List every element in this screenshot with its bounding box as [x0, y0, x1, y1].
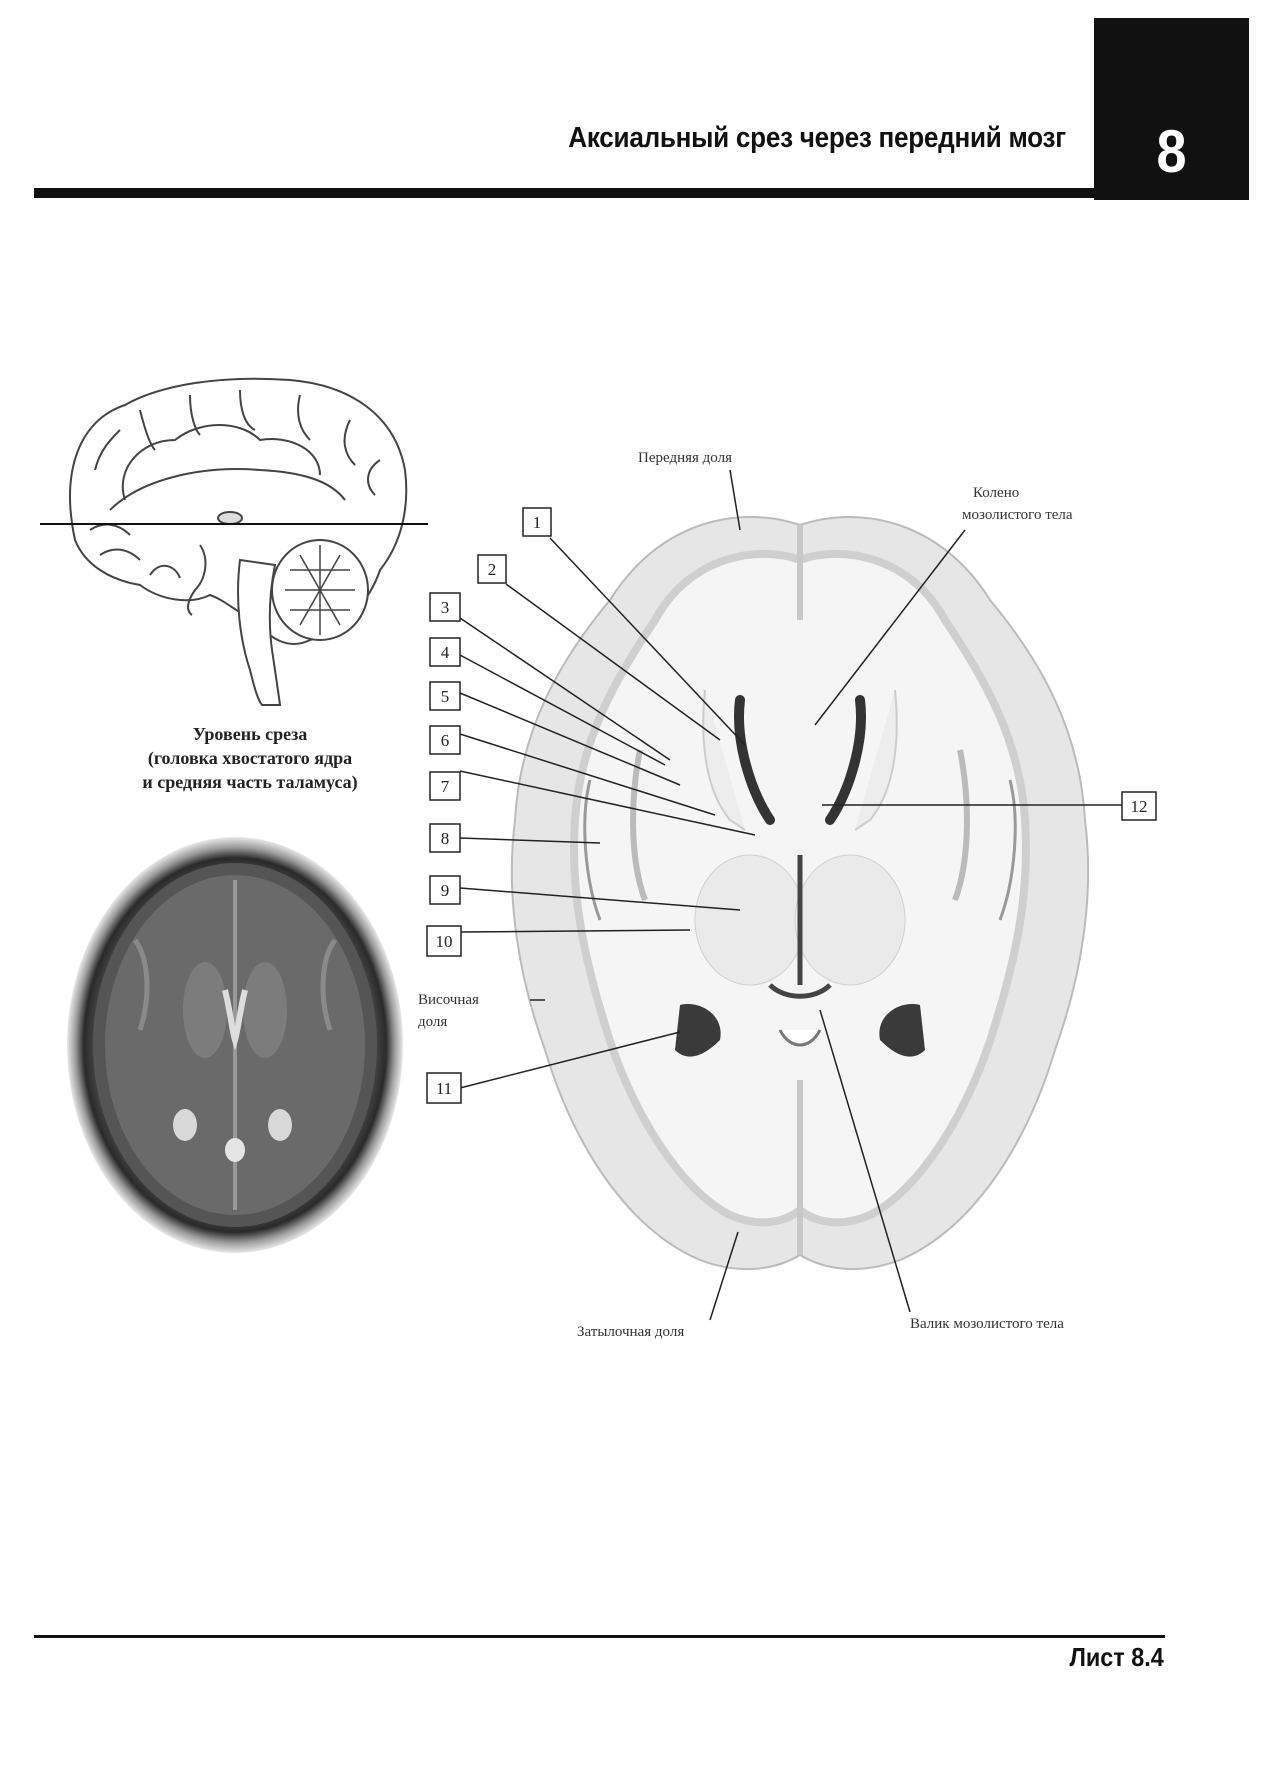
- callout-number: 7: [441, 777, 450, 796]
- caption-line2: (головка хвостатого ядра: [147, 748, 353, 768]
- label-splenium: Валик мозолистого тела: [910, 1316, 1064, 1332]
- sagittal-brain-illustration: [69, 377, 408, 706]
- page-title: Аксиальный срез через передний мозг: [568, 122, 1066, 154]
- callout-number: 5: [441, 687, 450, 706]
- callout-2: 2: [477, 554, 507, 584]
- label-temporal-line2: доля: [418, 1014, 447, 1030]
- callout-3: 3: [429, 592, 461, 622]
- callout-number: 6: [441, 731, 450, 750]
- callout-10: 10: [426, 925, 462, 957]
- axial-section-illustration: [510, 516, 1090, 1270]
- callout-6: 6: [429, 725, 461, 755]
- callout-11: 11: [426, 1072, 462, 1104]
- chapter-number: 8: [1156, 118, 1187, 185]
- sheet-number: Лист 8.4: [1069, 1642, 1164, 1672]
- callout-number: 9: [441, 881, 450, 900]
- callout-8: 8: [429, 823, 461, 853]
- label-genu-line2: мозолистого тела: [962, 507, 1073, 523]
- label-temporal-line1: Височная: [418, 992, 479, 1008]
- mri-axial-image: [67, 837, 403, 1253]
- callout-number: 12: [1131, 797, 1148, 816]
- callout-9: 9: [429, 875, 461, 905]
- chapter-tab: 8: [1094, 18, 1249, 200]
- label-genu-line1: Колено: [973, 485, 1019, 501]
- callout-12: 12: [1121, 791, 1157, 821]
- callout-5: 5: [429, 681, 461, 711]
- callout-leaders: [459, 469, 1122, 1321]
- callout-number: 8: [441, 829, 450, 848]
- label-occipital-lobe: Затылочная доля: [577, 1324, 684, 1340]
- callout-1: 1: [522, 507, 552, 537]
- callout-number: 11: [436, 1079, 452, 1098]
- callout-number: 1: [533, 513, 542, 532]
- callout-7: 7: [429, 771, 461, 801]
- callout-number: 2: [488, 560, 497, 579]
- callout-number: 3: [441, 598, 450, 617]
- label-frontal-lobe: Передняя доля: [638, 450, 732, 466]
- caption-line1: Уровень среза: [192, 724, 308, 744]
- callout-4: 4: [429, 637, 461, 667]
- footer-rule: [34, 1635, 1165, 1638]
- callout-number: 10: [436, 932, 453, 951]
- caption-line3: и средняя часть таламуса): [142, 772, 358, 792]
- header-rule: [34, 188, 1094, 198]
- callout-number: 4: [441, 643, 450, 662]
- slice-level-caption: Уровень среза (головка хвостатого ядра и…: [90, 722, 410, 794]
